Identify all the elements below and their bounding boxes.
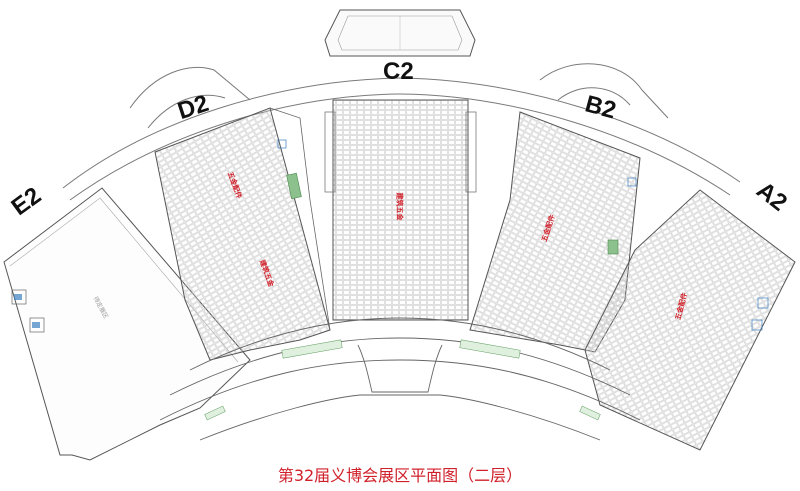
hall-d2	[154, 107, 331, 361]
hall-b2	[469, 111, 641, 353]
floor-plan-caption: 第32届义博会展区平面图（二层）	[277, 466, 523, 485]
c2-annex-building	[324, 9, 476, 57]
zone-label-c2-center: 建筑五金	[395, 192, 404, 221]
hall-c2	[324, 99, 477, 321]
hall-a2	[584, 189, 796, 451]
outer-corridor	[62, 63, 741, 201]
service-booths	[204, 339, 601, 421]
hall-code-c2: C2	[383, 58, 414, 85]
front-arcade	[159, 317, 641, 441]
